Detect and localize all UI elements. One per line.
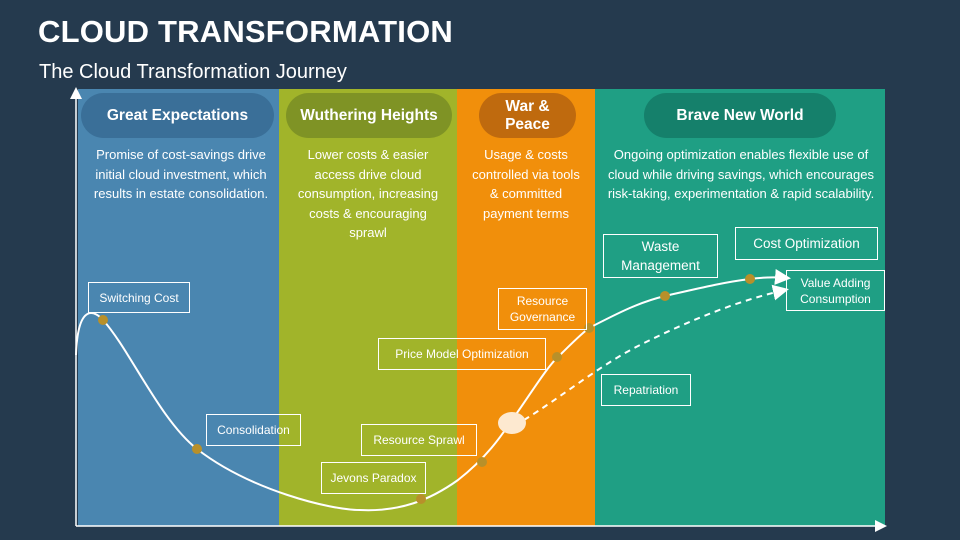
phase-title-brave-new-world: Brave New World (644, 93, 836, 138)
milestone-value-adding-consumption-text: Value Adding Consumption (800, 275, 871, 306)
phase-title-wuthering-heights: Wuthering Heights (286, 93, 452, 138)
milestone-resource-governance: Resource Governance (498, 288, 587, 330)
phase-band-brave-new-world (595, 89, 885, 526)
milestone-consolidation: Consolidation (206, 414, 301, 446)
milestone-waste-management: Waste Management (603, 234, 718, 278)
milestone-resource-sprawl: Resource Sprawl (361, 424, 477, 456)
phase-band-wuthering-heights (279, 89, 457, 526)
milestone-resource-governance-text: Resource Governance (509, 294, 576, 324)
milestone-waste-management-text: Waste Management (621, 239, 700, 273)
phase-description-war-and-peace: Usage & costs controlled via tools & com… (472, 147, 580, 221)
phase-description-brave-new-world: Ongoing optimization enables flexible us… (607, 147, 875, 201)
milestone-jevons-paradox: Jevons Paradox (321, 462, 426, 494)
phase-description-great-expectations: Promise of cost-savings drive initial cl… (93, 147, 269, 201)
marker-resource-sprawl (477, 457, 487, 467)
phase-band-great-expectations (78, 89, 279, 526)
milestone-cost-optimization: Cost Optimization (735, 227, 878, 260)
phase-band-war-and-peace (457, 89, 595, 526)
marker-price-model-optimization (552, 352, 562, 362)
page-title: CLOUD TRANSFORMATION (38, 14, 453, 49)
milestone-price-model-optimization: Price Model Optimization (378, 338, 546, 370)
marker-switching-cost (98, 315, 108, 325)
milestone-repatriation: Repatriation (601, 374, 691, 406)
marker-jevons-paradox (416, 494, 426, 504)
milestone-value-adding-consumption: Value Adding Consumption (786, 270, 885, 311)
phase-title-war-and-peace-text: War & Peace (505, 97, 550, 133)
marker-cost-optimization (745, 274, 755, 284)
phase-title-war-and-peace: War & Peace (479, 93, 576, 138)
phase-description-wuthering-heights: Lower costs & easier access drive cloud … (297, 147, 439, 240)
page-subtitle: The Cloud Transformation Journey (39, 61, 347, 83)
phase-title-great-expectations: Great Expectations (81, 93, 274, 138)
marker-consolidation (192, 444, 202, 454)
milestone-switching-cost: Switching Cost (88, 282, 190, 313)
divergence-point (498, 412, 526, 434)
marker-waste-management (660, 291, 670, 301)
